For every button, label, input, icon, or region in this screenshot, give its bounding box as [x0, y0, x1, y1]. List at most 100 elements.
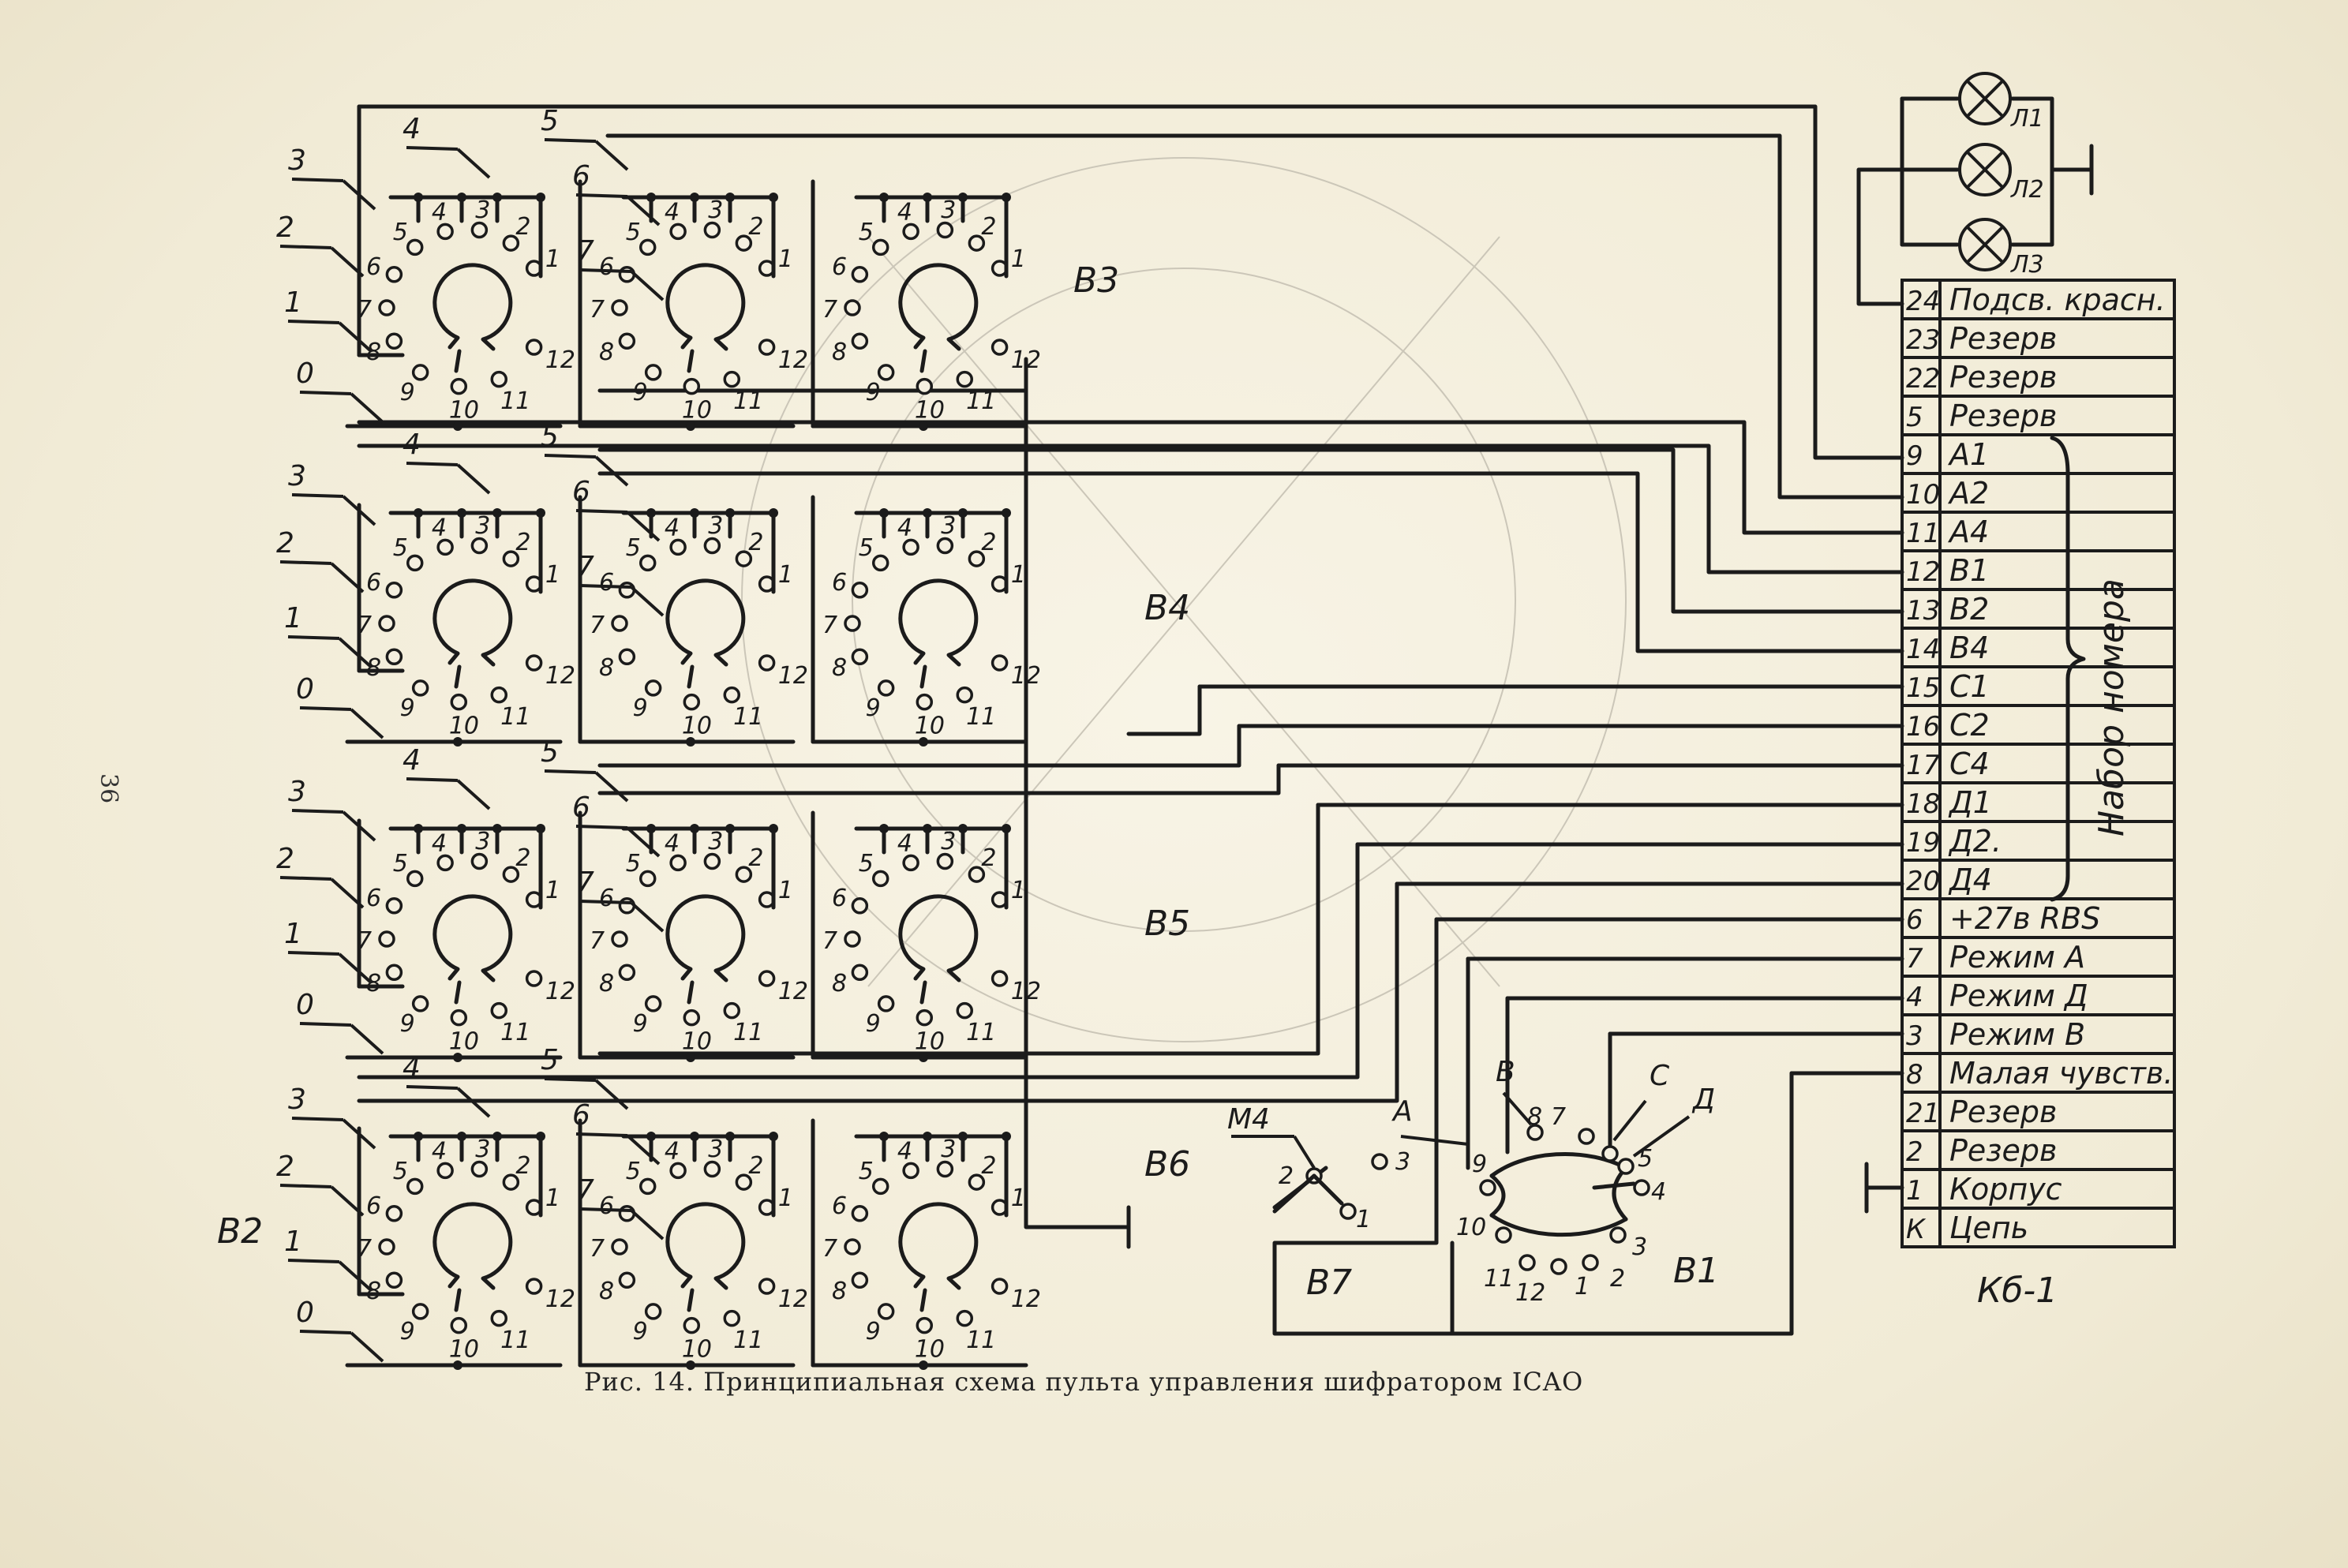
pin-label: 4: [432, 829, 447, 857]
wafer-pin: [735, 1173, 753, 1191]
pin-label: 4: [665, 514, 680, 541]
wafer-pin: [735, 866, 753, 883]
leader-line: [291, 178, 344, 182]
pin-label: 9: [866, 379, 881, 406]
leader-line: [579, 900, 632, 904]
wafer-pin: [902, 1162, 919, 1180]
wafer-pin: [936, 1160, 954, 1178]
digit-label: 6: [572, 791, 590, 824]
wafer-contact: [454, 349, 462, 373]
wafer-pin: [525, 339, 543, 356]
b1-mode-label: Д: [1691, 1083, 1715, 1116]
pin-label: 6: [366, 253, 381, 281]
pin-label: 7: [822, 296, 837, 324]
wafer-pin: [877, 364, 895, 381]
wafer-pin: [735, 550, 753, 567]
b1-pin-label: 9: [1472, 1151, 1487, 1178]
digit-label: 2: [276, 1151, 294, 1183]
leader-line: [575, 509, 628, 514]
pin-label: 1: [778, 877, 793, 904]
wafer-pin: [956, 686, 974, 704]
wafer-rotor: [665, 1202, 746, 1290]
leader-line: [626, 511, 661, 542]
wafer-pin: [378, 1238, 395, 1256]
wafer-pin: [683, 1009, 701, 1027]
pin-label: 10: [449, 1028, 479, 1056]
wafer-pin: [411, 995, 429, 1012]
leader-line: [630, 270, 665, 301]
wafer-pin: [618, 648, 636, 666]
wafer-pin: [871, 1177, 889, 1196]
wafer-pin: [644, 995, 662, 1012]
connector-row: К Цепь: [1902, 1207, 2174, 1245]
b1-pin-label: 2: [1610, 1265, 1625, 1293]
leader-line: [279, 1184, 332, 1188]
wafer-pin: [411, 364, 429, 381]
pin-label: 9: [866, 1010, 881, 1038]
connector-pin: К: [1906, 1214, 1927, 1245]
junction-dot: [686, 737, 695, 747]
pin-label: 1: [778, 245, 793, 273]
connector-pin-label: Цепь: [1949, 1211, 2028, 1245]
pin-label: 12: [545, 346, 575, 374]
b7-pin-label: 2: [1279, 1162, 1294, 1190]
pin-label: 3: [475, 828, 490, 855]
pin-label: 8: [599, 970, 614, 997]
leader-line: [456, 1087, 491, 1118]
leader-line: [350, 708, 384, 739]
wafer-pin: [502, 550, 520, 567]
wafer-pin: [450, 1316, 468, 1334]
leader-line: [626, 1134, 661, 1166]
pin-label: 8: [599, 1278, 614, 1305]
connector-pin: 12: [1906, 556, 1940, 588]
pin-label: 11: [966, 1327, 996, 1354]
pin-label: 12: [1011, 1285, 1041, 1313]
leader-line: [575, 825, 628, 829]
connector-pin: 15: [1906, 672, 1940, 704]
b1-pin-label: 10: [1456, 1214, 1486, 1241]
wafer-pin: [723, 686, 741, 704]
connector-pin: 5: [1906, 402, 1923, 433]
lamp-l2: Л2: [1958, 143, 2044, 204]
leader-line: [350, 1331, 384, 1363]
lamp-label: Л3: [2010, 251, 2044, 279]
wafer-pin: [916, 377, 934, 395]
connector-pin: 4: [1906, 982, 1923, 1013]
pin-label: 12: [545, 978, 575, 1005]
wafer-pin: [638, 870, 657, 888]
leader-line: [338, 1260, 373, 1292]
leader-line: [350, 392, 384, 424]
wafer-pin: [406, 870, 424, 888]
pin-label: 8: [366, 970, 381, 997]
pin-label: 4: [665, 1137, 680, 1165]
wafer-pin: [436, 1162, 454, 1180]
pin-label: 4: [432, 198, 447, 226]
pin-label: 1: [1011, 1184, 1026, 1212]
pin-label: 9: [633, 1010, 648, 1038]
pin-label: 9: [866, 1318, 881, 1345]
wafer-pin: [502, 234, 520, 252]
pin-label: 2: [748, 844, 763, 872]
digit-label: 0: [296, 673, 314, 705]
wafer-pin: [851, 332, 869, 350]
wafer-contact: [919, 664, 927, 689]
wafer-pin: [385, 964, 403, 982]
leader-line: [279, 560, 332, 565]
digit-label: 3: [288, 1083, 306, 1116]
lamp-l3: Л3: [1958, 218, 2044, 279]
wafer-rotor: [433, 578, 513, 667]
pin-label: 2: [515, 844, 530, 872]
wafer-pin: [638, 554, 657, 572]
leader-line: [287, 951, 340, 956]
pin-label: 9: [866, 694, 881, 722]
wafer-pin: [406, 1177, 424, 1196]
wafer-pin: [450, 693, 468, 711]
